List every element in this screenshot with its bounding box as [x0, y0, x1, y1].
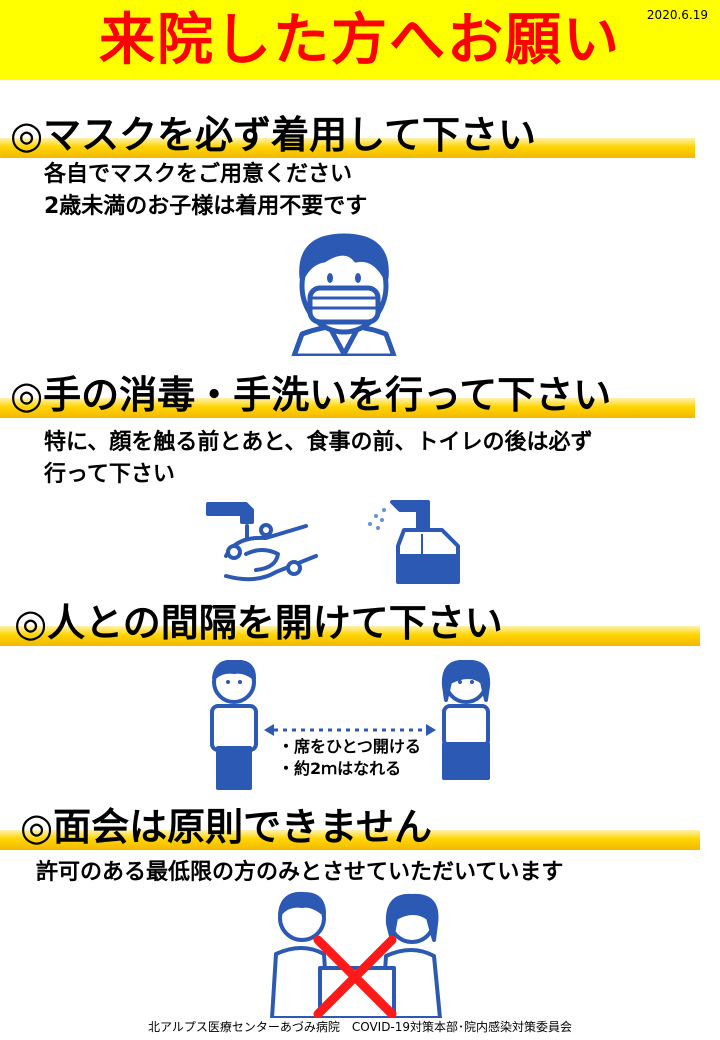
section-1-line-2: 2歳未満のお子様は着用不要です: [44, 194, 368, 219]
section-3-highlight: [0, 626, 700, 646]
section-2-highlight: [0, 398, 695, 418]
section-1-heading: ◎マスクを必ず着用して下さい: [10, 113, 537, 157]
two-people-distance-icon: [210, 660, 491, 790]
section-4-line-1: 許可のある最低限の方のみとさせていただいています: [36, 860, 564, 885]
title-banner: [0, 0, 720, 80]
section-1-line-1: 各自でマスクをご用意ください: [44, 162, 353, 187]
section-4-heading: ◎面会は原則できません: [20, 805, 433, 849]
issue-date: 2020.6.19: [646, 8, 708, 22]
no-visiting-icon: [270, 891, 442, 1018]
distance-label-2: ・約2ｍはなれる: [278, 759, 402, 778]
section-1-highlight: [0, 138, 695, 158]
section-2-line-1: 特に、顔を触る前とあと、食事の前、トイレの後は必ず: [44, 430, 593, 455]
handwashing-icon: [206, 502, 318, 582]
hand-sanitizer-icon: [368, 500, 460, 584]
section-2-heading: ◎手の消毒・手洗いを行って下さい: [10, 373, 612, 417]
page-title: 来院した方へお願い: [99, 8, 621, 73]
section-2-line-2: 行って下さい: [44, 462, 175, 487]
distance-label-1: ・席をひとつ開ける: [278, 737, 421, 756]
section-4-highlight: [0, 830, 700, 850]
section-3-heading: ◎人との間隔を開けて下さい: [14, 601, 503, 645]
masked-person-icon: [291, 233, 397, 356]
footer-organization: 北アルプス医療センターあづみ病院 COVID-19対策本部･院内感染対策委員会: [147, 1020, 573, 1034]
